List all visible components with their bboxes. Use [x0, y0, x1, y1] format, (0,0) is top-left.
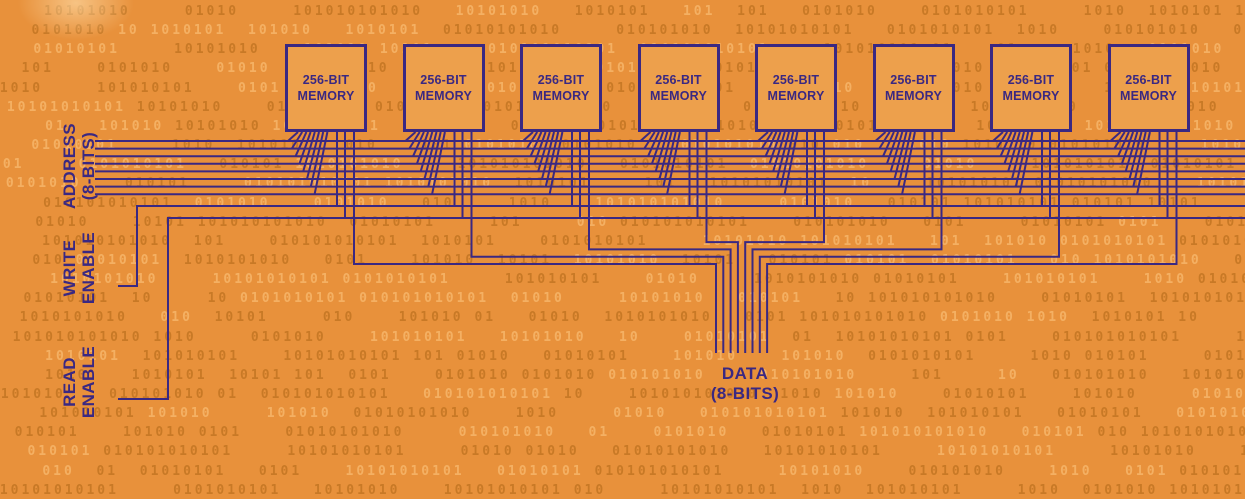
data-label-line1: DATA — [721, 364, 769, 383]
data-label-line2: (8-BITS) — [710, 384, 780, 403]
chip-connection-wires — [287, 131, 1169, 218]
chip-label-line2: MEMORY — [415, 89, 472, 103]
memory-chip-6: 256-BIT MEMORY — [872, 44, 955, 132]
write-enable-label-line2: ENABLE — [79, 231, 98, 305]
memory-chip-4: 256-BIT MEMORY — [637, 44, 720, 132]
chip-label-line1: 256-BIT — [537, 73, 585, 87]
address-bus-lines — [95, 140, 1245, 196]
data-bus-label: DATA (8-BITS) — [711, 364, 779, 404]
write-enable-label-line1: WRITE — [60, 239, 79, 297]
address-bus-label: ADDRESS (8-BITS) — [60, 123, 98, 209]
chip-label-line1: 256-BIT — [890, 73, 937, 87]
data-bus-wires — [353, 132, 1178, 353]
chip-label-line2: MEMORY — [1002, 89, 1060, 103]
chip-label-line2: MEMORY — [650, 89, 707, 103]
address-label-line2: (8-BITS) — [79, 131, 98, 201]
write-enable-wire — [118, 205, 1245, 287]
chip-label-line1: 256-BIT — [1125, 73, 1172, 87]
chip-label-line2: MEMORY — [885, 89, 942, 103]
chip-label-line1: 256-BIT — [655, 73, 702, 87]
memory-chip-8: 256-BIT MEMORY — [1107, 44, 1190, 132]
memory-chip-7: 256-BIT MEMORY — [990, 44, 1072, 132]
chip-label-line1: 256-BIT — [1007, 73, 1055, 87]
chip-label-line2: MEMORY — [767, 89, 825, 103]
chip-label-line1: 256-BIT — [420, 73, 467, 87]
write-enable-label: WRITE ENABLE — [60, 232, 98, 304]
chip-label-line2: MEMORY — [532, 89, 590, 103]
read-enable-label: READ ENABLE — [60, 346, 98, 418]
chip-label-line1: 256-BIT — [302, 73, 350, 87]
memory-chip-5: 256-BIT MEMORY — [755, 44, 837, 132]
chip-label-line1: 256-BIT — [772, 73, 820, 87]
read-enable-label-line1: READ — [60, 357, 79, 407]
memory-chip-3: 256-BIT MEMORY — [520, 44, 602, 132]
address-label-line1: ADDRESS — [60, 123, 79, 209]
chip-label-line2: MEMORY — [297, 89, 355, 103]
memory-chip-1: 256-BIT MEMORY — [285, 44, 367, 132]
memory-chip-2: 256-BIT MEMORY — [402, 44, 485, 132]
read-enable-label-line2: ENABLE — [79, 345, 98, 419]
chip-label-line2: MEMORY — [1120, 89, 1177, 103]
read-enable-wire — [118, 217, 1245, 400]
